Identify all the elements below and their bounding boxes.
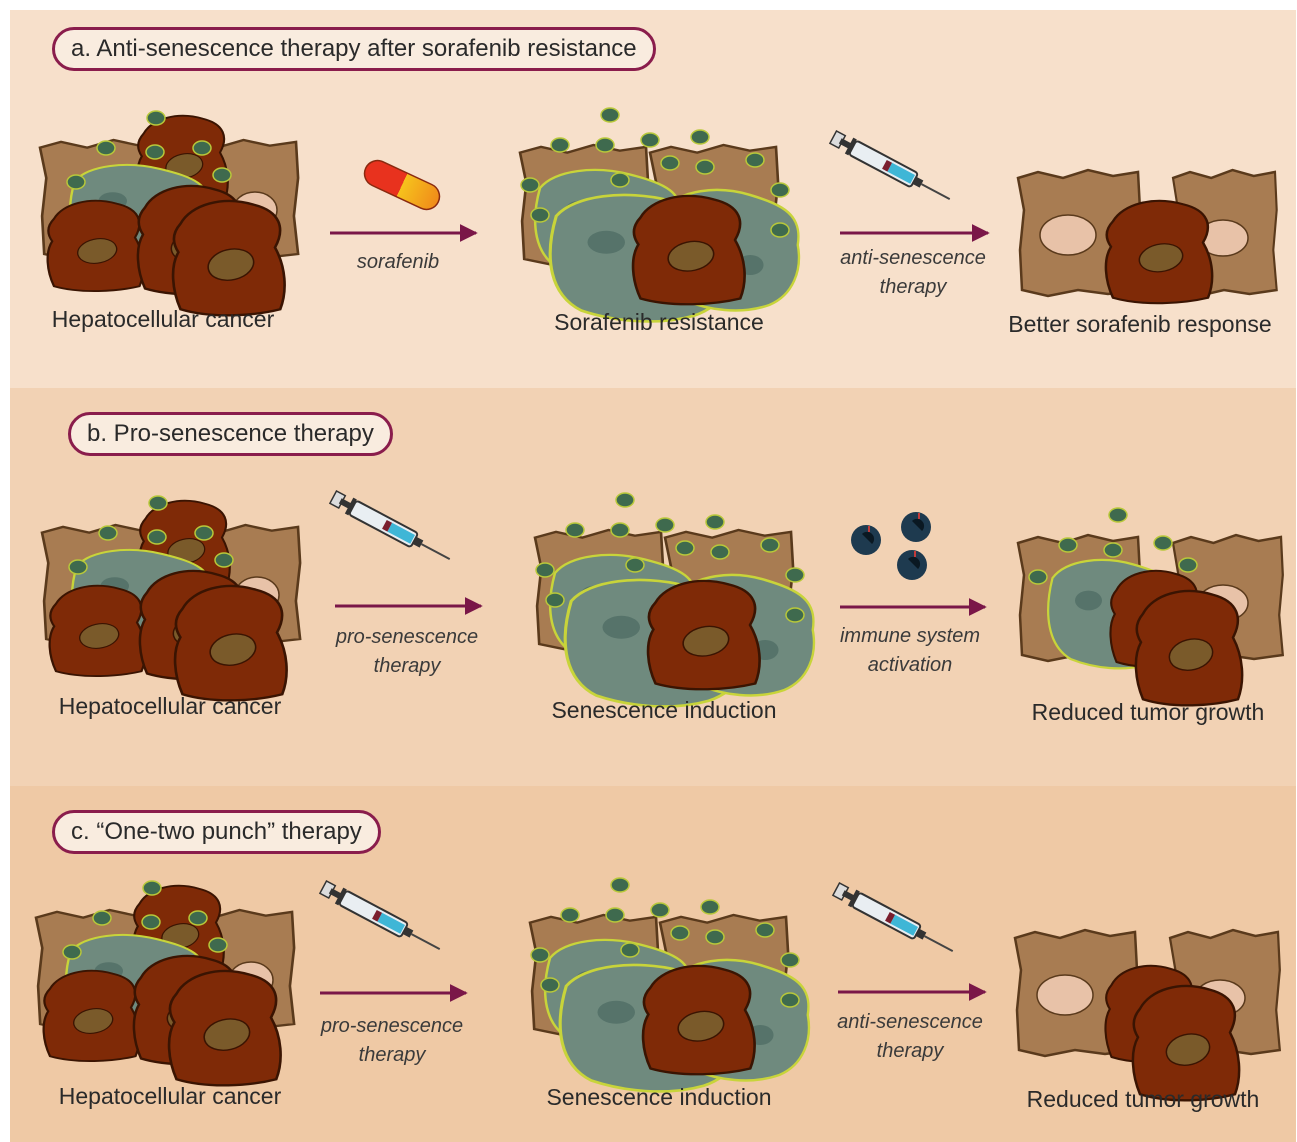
label-line: therapy (837, 1037, 983, 1066)
label-line: activation (840, 651, 980, 680)
pill-icon (360, 156, 443, 213)
resistance-illustration-a (520, 108, 799, 321)
label-line: anti-senescence (840, 244, 986, 273)
senescence-illustration-c (530, 878, 809, 1091)
panel-c-step3-caption: Reduced tumor growth (1027, 1086, 1260, 1113)
syringe-icon (829, 129, 954, 207)
panel-b-arrow1-label: pro-senescence therapy (336, 623, 478, 681)
panel-b-title: b. Pro-senescence therapy (68, 412, 393, 456)
panel-a-step2-caption: Sorafenib resistance (554, 309, 764, 336)
label-line: anti-senescence (837, 1008, 983, 1037)
syringe-icon (329, 489, 454, 567)
panel-a-arrow1-label: sorafenib (357, 248, 439, 277)
reduced-growth-illustration-b (1018, 508, 1283, 705)
panel-b-step2-caption: Senescence induction (551, 697, 776, 724)
better-response-illustration (1018, 170, 1277, 303)
label-line: therapy (336, 652, 478, 681)
panel-b-arrow2-label: immune system activation (840, 622, 980, 680)
panel-a-step3-caption: Better sorafenib response (1008, 311, 1271, 338)
panel-a-title: a. Anti-senescence therapy after sorafen… (52, 27, 656, 71)
panel-a-arrow2-label: anti-senescence therapy (840, 244, 986, 302)
panel-c-title: c. “One-two punch” therapy (52, 810, 381, 854)
panel-c-step1-caption: Hepatocellular cancer (59, 1083, 281, 1110)
syringe-icon (319, 879, 444, 957)
label-line: pro-senescence (336, 623, 478, 652)
reduced-growth-illustration-c (1015, 930, 1280, 1100)
hcc-illustration-a (40, 111, 298, 315)
hcc-illustration-c (36, 881, 294, 1085)
panel-b-step3-caption: Reduced tumor growth (1032, 699, 1265, 726)
label-line: pro-senescence (321, 1012, 463, 1041)
panel-c-step2-caption: Senescence induction (546, 1084, 771, 1111)
panel-c-arrow1-label: pro-senescence therapy (321, 1012, 463, 1070)
hcc-illustration-b (42, 496, 300, 700)
panel-c-arrow2-label: anti-senescence therapy (837, 1008, 983, 1066)
senescence-illustration-b (535, 493, 814, 706)
panel-b-step1-caption: Hepatocellular cancer (59, 693, 281, 720)
immune-cell-icon (851, 512, 931, 580)
label-line: therapy (840, 273, 986, 302)
label-line: immune system (840, 622, 980, 651)
label-line: therapy (321, 1041, 463, 1070)
panel-a-step1-caption: Hepatocellular cancer (52, 306, 274, 333)
syringe-icon (832, 881, 957, 959)
